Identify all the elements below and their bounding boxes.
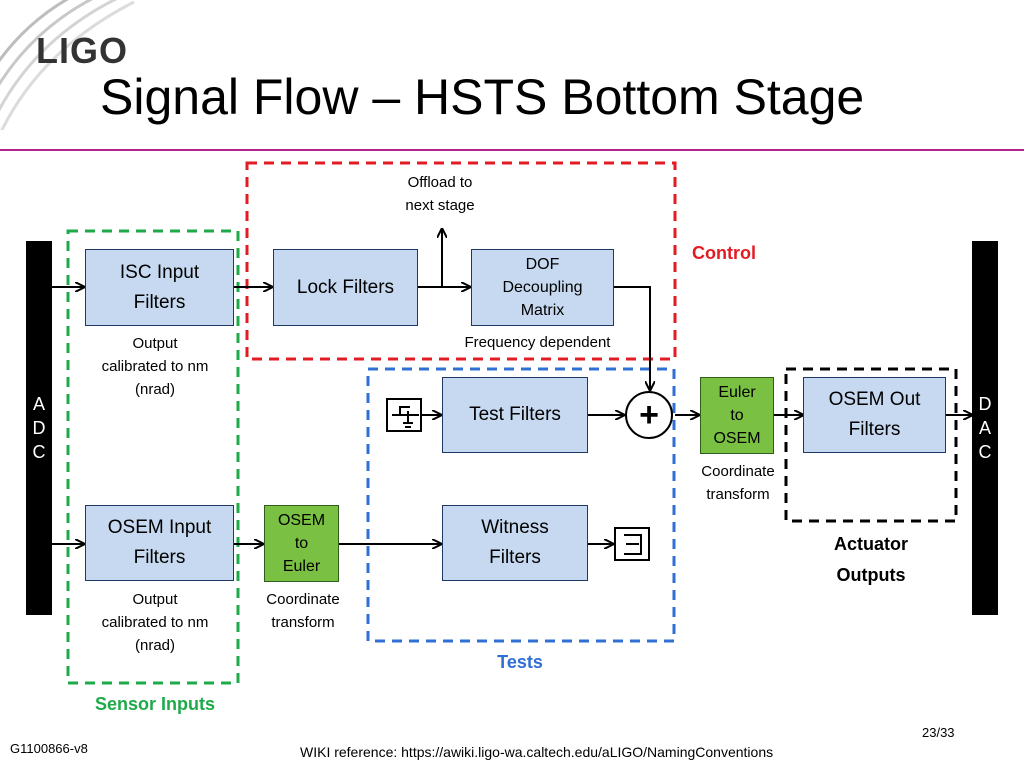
adc-letter-d: D: [32, 418, 46, 438]
control-group-outline: [245, 161, 677, 361]
tests-group-label: Tests: [497, 652, 543, 672]
logo-swirl-icon: [0, 0, 135, 130]
isc-input-filters-block: ISC Input Filters: [85, 249, 234, 326]
frequency-dependent-note: Frequency dependent: [464, 334, 611, 351]
sensor-inputs-group-label: Sensor Inputs: [94, 694, 215, 714]
adc-letter-a: A: [32, 394, 45, 414]
logo-text: LIGO: [36, 30, 128, 71]
euler-to-osem-block: Euler to OSEM: [700, 377, 774, 454]
osem-out-filters-block: OSEM Out Filters: [803, 377, 946, 453]
actuator-outputs-group-label: Actuator Outputs: [833, 534, 908, 585]
osem-output-calibration-note: Output calibrated to nm (nrad): [101, 591, 209, 654]
ligo-logo: LIGO: [0, 0, 140, 130]
test-point-output-icon: [614, 527, 650, 561]
dac-letter-a: A: [978, 418, 991, 438]
excitation-input-icon: [386, 398, 422, 432]
control-group-label: Control: [692, 243, 756, 263]
tests-group-outline: [366, 367, 676, 643]
adc-letter-c: C: [32, 442, 46, 462]
osem-to-euler-block: OSEM to Euler: [264, 505, 339, 582]
isc-output-calibration-note: Output calibrated to nm (nrad): [101, 335, 209, 398]
witness-filters-block: Witness Filters: [442, 505, 588, 581]
adc-rail: A D C: [26, 241, 52, 615]
sensor-inputs-group-outline: [66, 229, 240, 685]
dof-decoupling-matrix-block: DOF Decoupling Matrix: [471, 249, 614, 326]
offload-note: Offload to next stage: [405, 174, 475, 214]
title-divider: [0, 149, 1024, 151]
actuator-outputs-group-outline: [784, 367, 958, 523]
test-filters-block: Test Filters: [442, 377, 588, 453]
dac-letter-c: C: [978, 442, 992, 462]
wiki-reference: WIKI reference: https://awiki.ligo-wa.ca…: [300, 744, 774, 760]
coordinate-transform-note-left: Coordinate transform: [266, 591, 340, 631]
wire-dof-to-sum: [614, 286, 650, 390]
page-number: 23/33: [922, 725, 955, 740]
dac-rail: D A C: [972, 241, 998, 615]
lock-filters-block: Lock Filters: [273, 249, 418, 326]
summing-junction: +: [625, 391, 673, 439]
page-title: Signal Flow – HSTS Bottom Stage: [100, 69, 865, 125]
coordinate-transform-note-right: Coordinate transform: [701, 463, 775, 503]
dac-letter-d: D: [978, 394, 992, 414]
document-id: G1100866-v8: [10, 741, 88, 756]
osem-input-filters-block: OSEM Input Filters: [85, 505, 234, 581]
